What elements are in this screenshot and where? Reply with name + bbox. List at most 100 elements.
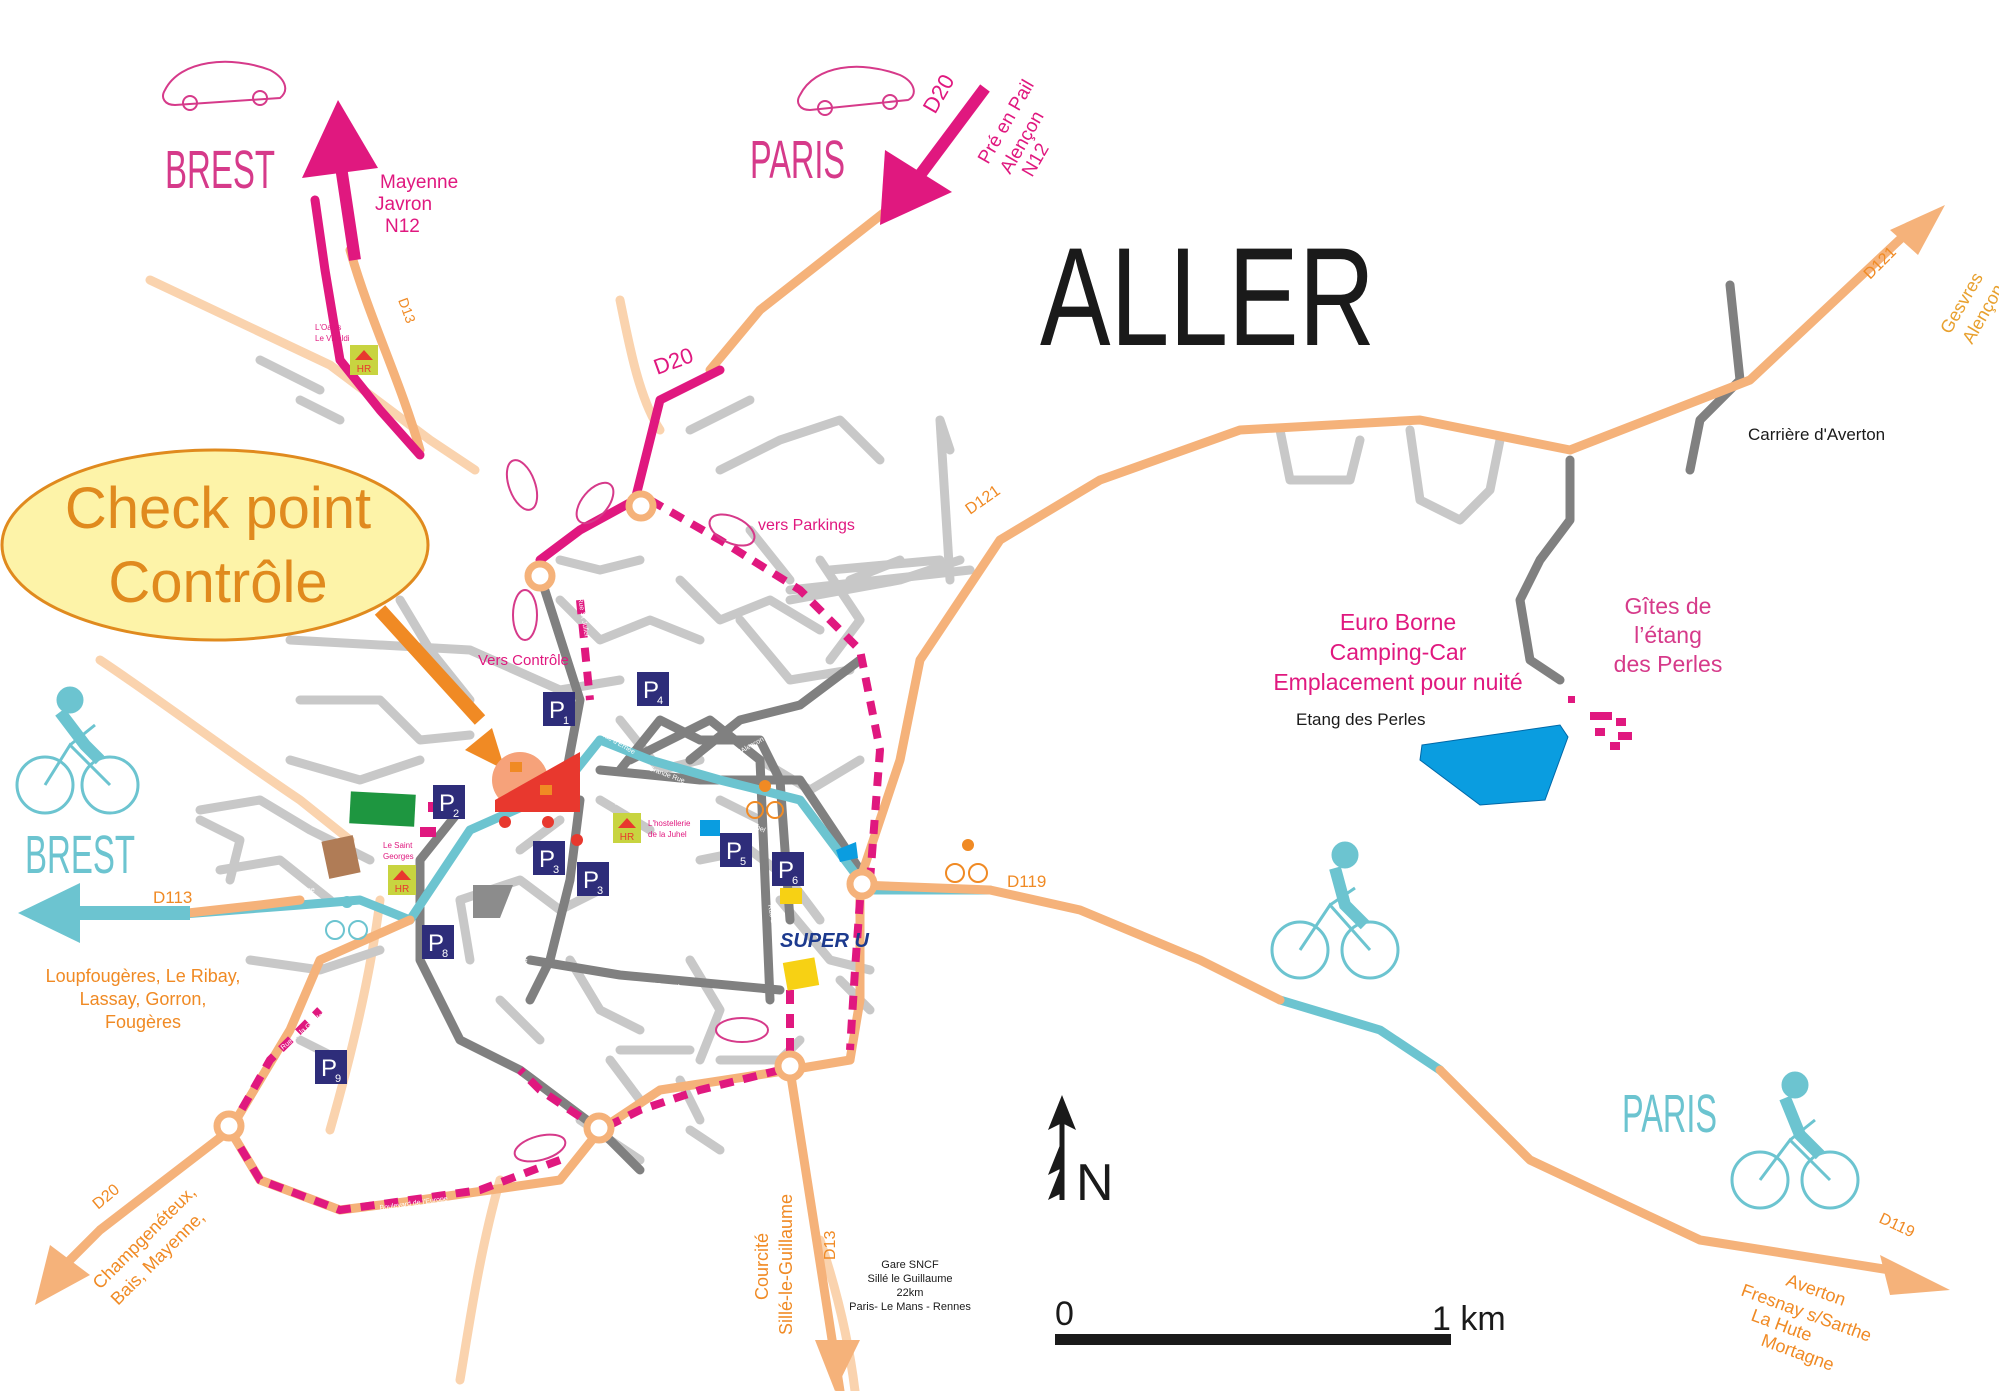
road-d20-mid: D20	[650, 342, 696, 379]
hr-label: HR	[357, 364, 371, 375]
etang-des-perles-lake	[1419, 724, 1569, 806]
svg-text:Javron: Javron	[375, 194, 432, 215]
compass-letter: N	[1076, 1154, 1114, 1212]
main-roads-orange	[45, 195, 1915, 1391]
car-icon	[708, 513, 756, 547]
svg-text:Sillé-le-Guillaume: Sillé-le-Guillaume	[776, 1194, 796, 1335]
svg-text:l’étang: l’étang	[1634, 622, 1702, 648]
svg-text:Le Saint: Le Saint	[383, 841, 413, 850]
parking-p3: P 3	[533, 841, 565, 876]
svg-text:P: P	[778, 857, 794, 884]
svg-text:P: P	[583, 867, 599, 894]
orange-arrow-northeast-icon	[1890, 205, 1945, 255]
svg-text:3: 3	[597, 885, 603, 897]
svg-text:2: 2	[453, 808, 459, 820]
city-paris-right: PARIS	[1622, 1084, 1717, 1144]
scale-start-label: 0	[1055, 1295, 1074, 1333]
hotel-hr-marker: HR	[613, 813, 641, 843]
roundabouts	[213, 490, 878, 1144]
gites-markers	[1568, 696, 1632, 750]
label-carriere: Carrière d'Averton	[1748, 425, 1885, 444]
parking-p8: P 8	[422, 925, 454, 960]
cyclist-icon	[1730, 1071, 1860, 1210]
yellow-square	[780, 888, 802, 904]
svg-text:Rue Jules Doitteau: Rue Jules Doitteau	[614, 794, 674, 807]
label-gites: Gîtes de l’étang des Perles	[1614, 593, 1723, 677]
svg-text:Mayenne: Mayenne	[380, 172, 458, 193]
svg-text:9: 9	[335, 1073, 341, 1085]
dest-courcite: Courcité Sillé-le-Guillaume	[752, 1194, 796, 1335]
orange-arrow-east-icon	[1880, 1255, 1950, 1295]
svg-text:3: 3	[553, 864, 559, 876]
orange-arrow-southwest-icon	[35, 1245, 90, 1305]
svg-text:6: 6	[792, 875, 798, 887]
svg-text:P: P	[321, 1055, 337, 1082]
svg-text:Courcité: Courcité	[752, 1233, 772, 1300]
car-icon	[512, 589, 538, 641]
pink-arrow-north-east-icon	[880, 84, 990, 225]
road-d20-top: D20	[918, 70, 960, 117]
svg-text:Euro Borne: Euro Borne	[1340, 609, 1456, 635]
svg-text:Gare SNCF: Gare SNCF	[881, 1259, 939, 1271]
label-hostellerie: L'hostellerie de la Juhel	[648, 819, 691, 839]
svg-text:L'hostellerie: L'hostellerie	[648, 819, 691, 828]
label-etang: Etang des Perles	[1296, 710, 1425, 729]
scale-bar: 0 1 km	[1055, 1295, 1506, 1345]
svg-text:Sillé le Guillaume: Sillé le Guillaume	[868, 1273, 953, 1285]
cyclist-icon	[945, 839, 988, 883]
hr-label: HR	[620, 832, 634, 843]
grey-building	[473, 885, 513, 918]
svg-text:Fougères: Fougères	[105, 1012, 181, 1032]
parking-p1: P 1	[543, 692, 575, 727]
super-u-store	[782, 957, 820, 991]
svg-text:des Perles: des Perles	[1614, 651, 1723, 677]
dest-mayenne: Mayenne Javron N12	[375, 172, 458, 237]
label-gare: Gare SNCF Sillé le Guillaume 22km Paris-…	[849, 1259, 971, 1313]
svg-text:P: P	[539, 846, 555, 873]
svg-text:P: P	[428, 930, 444, 957]
cyclist-icon	[746, 780, 784, 819]
svg-text:22km: 22km	[897, 1287, 924, 1299]
road-d20-sw: D20	[90, 1181, 123, 1213]
svg-text:Paris- Le Mans - Rennes: Paris- Le Mans - Rennes	[849, 1301, 971, 1313]
car-icon	[575, 481, 615, 525]
checkpoint-line1: Check point	[65, 476, 371, 541]
svg-text:Georges: Georges	[383, 852, 414, 861]
cyclist-icon	[15, 686, 140, 815]
svg-text:Le Vivaldi: Le Vivaldi	[315, 334, 350, 343]
road-d121-a: D121	[963, 482, 1004, 518]
checkpoint-ellipse	[0, 448, 430, 642]
parking-p9: P 9	[315, 1050, 347, 1085]
car-icon	[715, 1017, 769, 1043]
label-oasis: L'Oasis Le Vivaldi	[315, 323, 350, 343]
car-icon	[797, 65, 915, 116]
cyan-arrow-west-icon	[18, 883, 190, 943]
svg-text:Camping-Car: Camping-Car	[1330, 639, 1467, 665]
car-icon	[505, 459, 539, 511]
label-saint-georges: Le Saint Georges	[383, 841, 414, 861]
label-euro-borne: Euro Borne Camping-Car Emplacement pour …	[1273, 609, 1522, 695]
parking-p2: P 2	[433, 785, 465, 820]
road-d113: D113	[153, 888, 192, 907]
brown-building	[321, 835, 361, 879]
page-title: ALLER	[1040, 218, 1375, 375]
car-icon	[513, 1133, 567, 1163]
svg-text:Emplacement pour nuité: Emplacement pour nuité	[1273, 669, 1522, 695]
scale-end-label: 1 km	[1432, 1300, 1506, 1338]
svg-text:Gîtes de: Gîtes de	[1625, 593, 1712, 619]
orange-arrow-south-icon	[815, 1340, 860, 1391]
svg-text:Boulevard du Général Leclerc: Boulevard du Général Leclerc	[517, 897, 540, 990]
checkpoint-area-marker	[492, 694, 583, 846]
pink-arrow-north-west-icon	[302, 100, 378, 261]
svg-text:8: 8	[442, 948, 448, 960]
road-d119-b: D119	[1876, 1210, 1917, 1241]
blue-marker	[836, 842, 858, 862]
pink-rect-p2	[420, 827, 436, 837]
north-arrow-icon: N	[1048, 1095, 1114, 1212]
parking-p3-b: P 3	[577, 862, 609, 897]
svg-text:4: 4	[657, 695, 663, 707]
dest-loupfougeres: Loupfougères, Le Ribay, Lassay, Gorron, …	[46, 966, 241, 1032]
svg-text:P: P	[726, 838, 742, 865]
svg-text:Boulevard Henri Dunant: Boulevard Henri Dunant	[605, 981, 680, 991]
